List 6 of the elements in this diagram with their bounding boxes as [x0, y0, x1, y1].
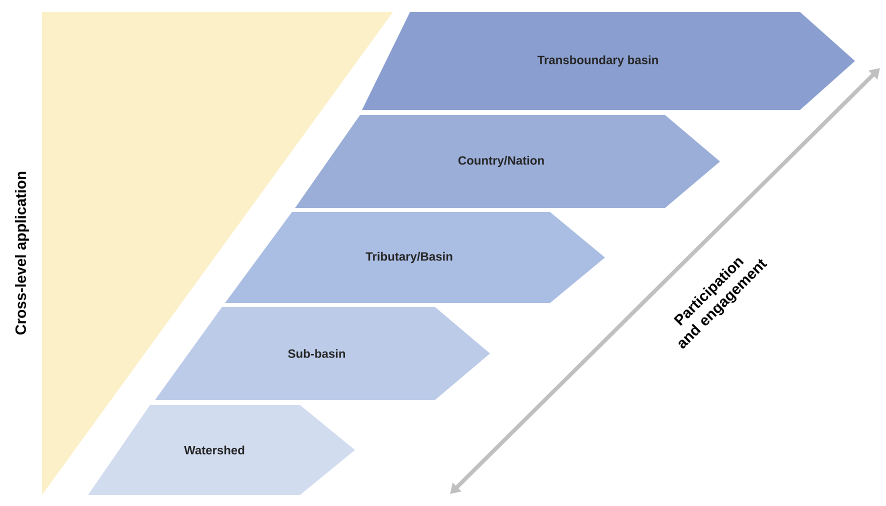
chevron-box: Tributary/Basin [225, 212, 605, 303]
chevron-box: Country/Nation [295, 115, 720, 208]
chevron-box: Transboundary basin [362, 12, 855, 110]
chevron-box: Sub-basin [155, 307, 490, 400]
chevron-box: Watershed [88, 405, 355, 495]
axis-label: Cross-level application [15, 172, 29, 334]
